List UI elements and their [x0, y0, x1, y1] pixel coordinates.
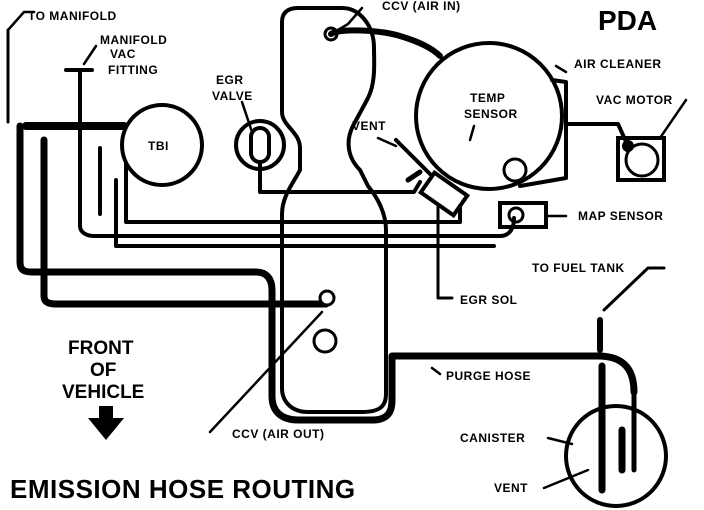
label-temp-sensor-1: TEMP	[470, 91, 505, 105]
egr-solenoid	[394, 138, 471, 219]
leader-lines	[6, 6, 688, 490]
vac-motor	[564, 122, 666, 182]
vacuum-hoses	[6, 27, 666, 424]
air-cleaner	[414, 41, 568, 191]
label-map-sensor: MAP SENSOR	[578, 209, 663, 223]
valve-cover-plate	[280, 6, 388, 414]
diagram-title: EMISSION HOSE ROUTING	[10, 474, 356, 504]
label-temp-sensor-2: SENSOR	[464, 107, 518, 121]
temp-sensor-port	[502, 157, 528, 183]
label-manifold-vac-2: VAC	[110, 47, 136, 61]
charcoal-canister	[564, 362, 668, 508]
label-manifold-vac-3: FITTING	[108, 63, 158, 77]
label-canister: CANISTER	[460, 431, 525, 445]
label-vent-top: VENT	[352, 119, 386, 133]
label-purge-hose: PURGE HOSE	[446, 369, 531, 383]
label-to-fuel-tank: TO FUEL TANK	[532, 261, 625, 275]
label-tbi: TBI	[148, 139, 169, 153]
pda-badge: PDA	[598, 5, 657, 36]
label-vent-bottom: VENT	[494, 481, 528, 495]
label-egr-valve-1: EGR	[216, 73, 244, 87]
label-egr-valve-2: VALVE	[212, 89, 253, 103]
label-vac-motor: VAC MOTOR	[596, 93, 673, 107]
map-sensor	[498, 201, 548, 229]
tbi-unit	[120, 103, 204, 187]
label-ccv-air-out: CCV (AIR OUT)	[232, 427, 325, 441]
label-ccv-air-in: CCV (AIR IN)	[382, 0, 461, 13]
front-label-line2: OF	[90, 360, 116, 381]
front-label-line1: FRONT	[68, 338, 134, 359]
label-air-cleaner: AIR CLEANER	[574, 57, 662, 71]
front-arrow-icon	[88, 406, 124, 440]
label-to-manifold: TO MANIFOLD	[28, 9, 117, 23]
label-egr-sol: EGR SOL	[460, 293, 518, 307]
label-manifold-vac-1: MANIFOLD	[100, 33, 167, 47]
front-label-line3: VEHICLE	[62, 382, 144, 403]
